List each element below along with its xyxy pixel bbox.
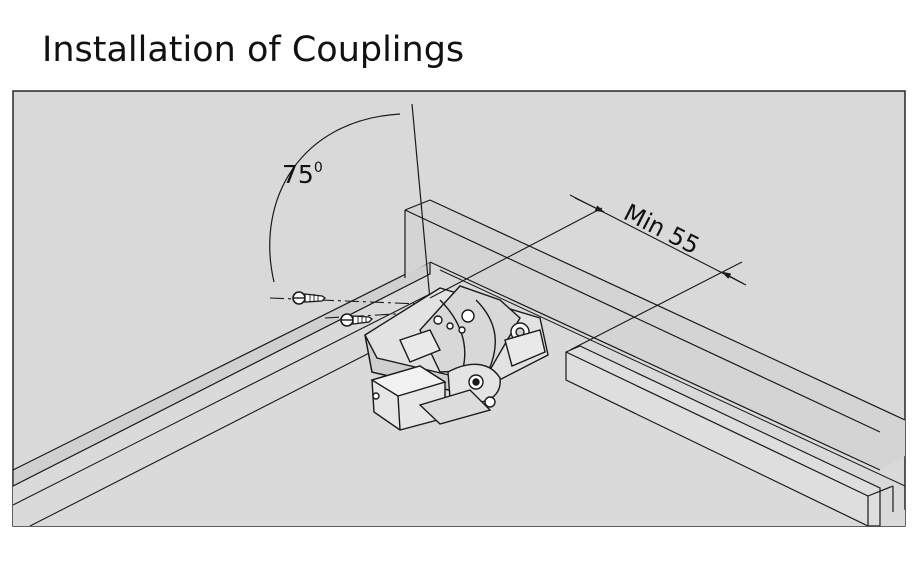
runner-end-top: [867, 485, 894, 497]
dimension-arrow-right: [721, 271, 745, 285]
angle-value: 75: [282, 160, 314, 189]
dimension-extension-left: [429, 207, 603, 299]
page-title: Installation of Couplings: [42, 30, 465, 70]
angle-degree-sign: 0: [314, 160, 323, 176]
screw-lower: [340, 313, 374, 327]
coupling-mechanism: [364, 285, 549, 431]
drawer-runner: [565, 345, 881, 527]
dimension-arrow-left: [574, 197, 605, 213]
angle-label: 750: [282, 160, 323, 189]
vertical-reference-line: [411, 103, 431, 301]
left-wall-lower-line: [29, 319, 435, 527]
back-wall-corner-top: [404, 199, 431, 211]
back-wall-base-line-2: [439, 269, 906, 487]
left-wall-inner-line: [12, 293, 431, 506]
back-wall-panel: [405, 200, 905, 470]
screw-upper: [292, 291, 327, 305]
back-wall-base-line: [429, 261, 881, 471]
back-wall-front-edge: [404, 209, 881, 433]
runner-top-line: [565, 351, 869, 497]
angle-arc: [269, 113, 401, 283]
dimension-extension-right: [569, 261, 743, 351]
back-wall-top-edge: [429, 199, 906, 421]
